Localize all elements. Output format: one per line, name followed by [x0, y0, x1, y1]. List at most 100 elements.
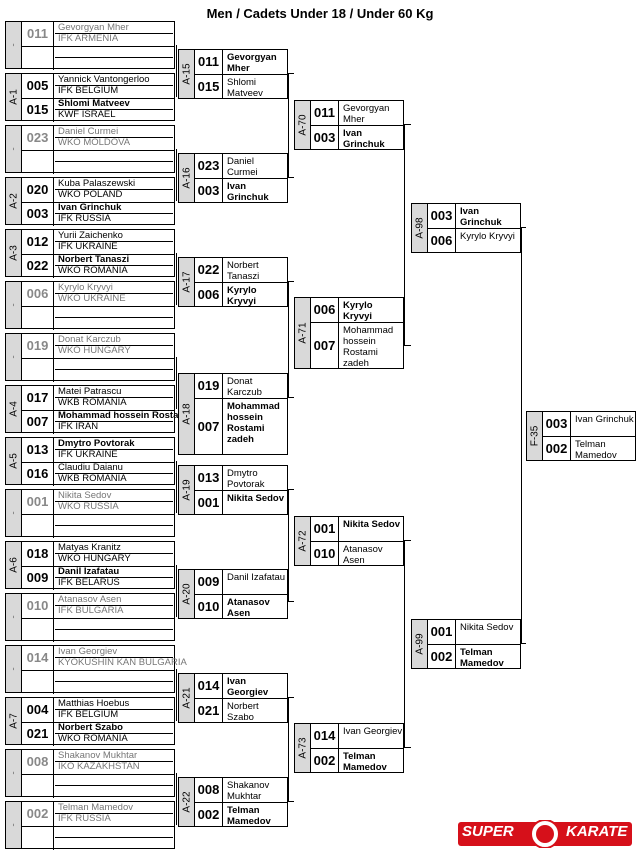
- seed-number: 007: [195, 399, 223, 455]
- name-underline: [55, 345, 173, 346]
- competitor-row[interactable]: [22, 514, 175, 538]
- competitor-club: WKO RUSSIA: [58, 501, 119, 512]
- competitor-row[interactable]: [22, 618, 175, 642]
- seed-number: 007: [311, 323, 339, 369]
- competitor-row[interactable]: [22, 306, 175, 330]
- seed-number: [22, 826, 54, 850]
- competitor-name: Danil Izafatau: [227, 572, 286, 583]
- competitor-row[interactable]: [22, 826, 175, 850]
- competitor-row[interactable]: [22, 774, 175, 798]
- seed-number: 008: [22, 750, 54, 774]
- seed-number: 009: [195, 570, 223, 594]
- competitor-name: Kyrylo Kryvyi: [227, 285, 257, 307]
- bracket-connector: [404, 345, 411, 346]
- seed-number: [22, 150, 54, 174]
- name-underline: [55, 369, 173, 370]
- seed-number: 001: [428, 620, 456, 644]
- name-underline: [55, 449, 173, 450]
- bracket-connector: [176, 253, 177, 305]
- competitor-row[interactable]: [22, 358, 175, 382]
- bracket-connector: [288, 601, 294, 602]
- competitor-club: WKO MOLDOVA: [58, 137, 131, 148]
- competitor-cell[interactable]: 009 Danil Izafatau: [195, 570, 287, 595]
- bracket-connector: [176, 357, 177, 409]
- match-label: A-15: [181, 63, 192, 85]
- competitor-row[interactable]: [22, 670, 175, 694]
- seed-number: 017: [22, 386, 54, 410]
- match-label-tab: A-22: [179, 778, 195, 826]
- competitor-name: Telman Mamedov: [460, 647, 504, 669]
- seed-number: 003: [195, 179, 223, 203]
- competitor-row[interactable]: [22, 46, 175, 70]
- competitor-name: Dmytro Povtorak: [58, 438, 135, 449]
- bracket-connector: [288, 73, 289, 177]
- match-label: A-70: [297, 114, 308, 136]
- seed-number: 003: [22, 202, 54, 226]
- bracket-connector: [176, 45, 177, 97]
- competitor-row[interactable]: [22, 150, 175, 174]
- name-underline: [55, 473, 173, 474]
- competitor-name: Mohammad hossein Rostami zadeh: [343, 325, 394, 369]
- competitor-club: WKO ROMANIA: [58, 265, 128, 276]
- competitor-name: Gevorgyan Mher: [343, 103, 390, 125]
- competitor-club: IFK IRAN: [58, 421, 99, 432]
- super-karate-logo: SUPER KARATE: [458, 819, 632, 849]
- match-label: A-4: [8, 401, 19, 417]
